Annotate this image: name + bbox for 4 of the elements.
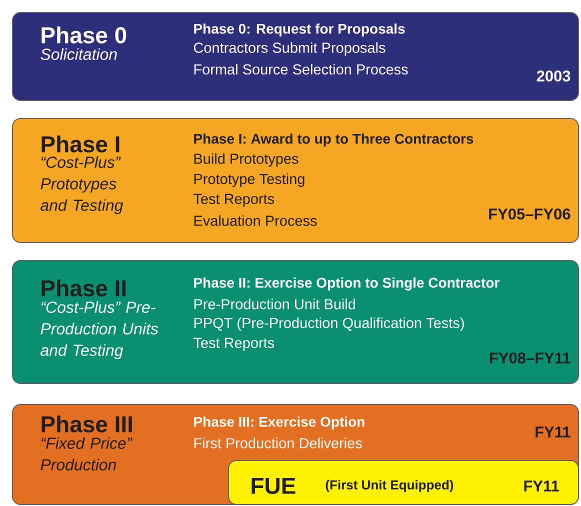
phase-box: Phase 0 Solicitation Phase 0: Request for Proposals Contractors Submit Proposals Formal Source Selection Process 2003 — [12, 12, 579, 101]
phase-box: Phase I “Cost-Plus” Prototypes and Testing Phase I: Award to up to Three Contractors Build Prototypes Prototype Testing Test Reports Evaluation Process FY05–FY06 — [12, 118, 579, 243]
phase-box: Phase II “Cost-Plus” Pre-Production Units and Testing Phase II: Exercise Option to Single Contractor Pre-Production Unit Build PPQT (Pre-Production Qualification Tests) Test Reports FY08–FY11 — [12, 260, 579, 384]
milestone-box: FUE (First Unit Equipped) FY11 — [228, 460, 579, 505]
